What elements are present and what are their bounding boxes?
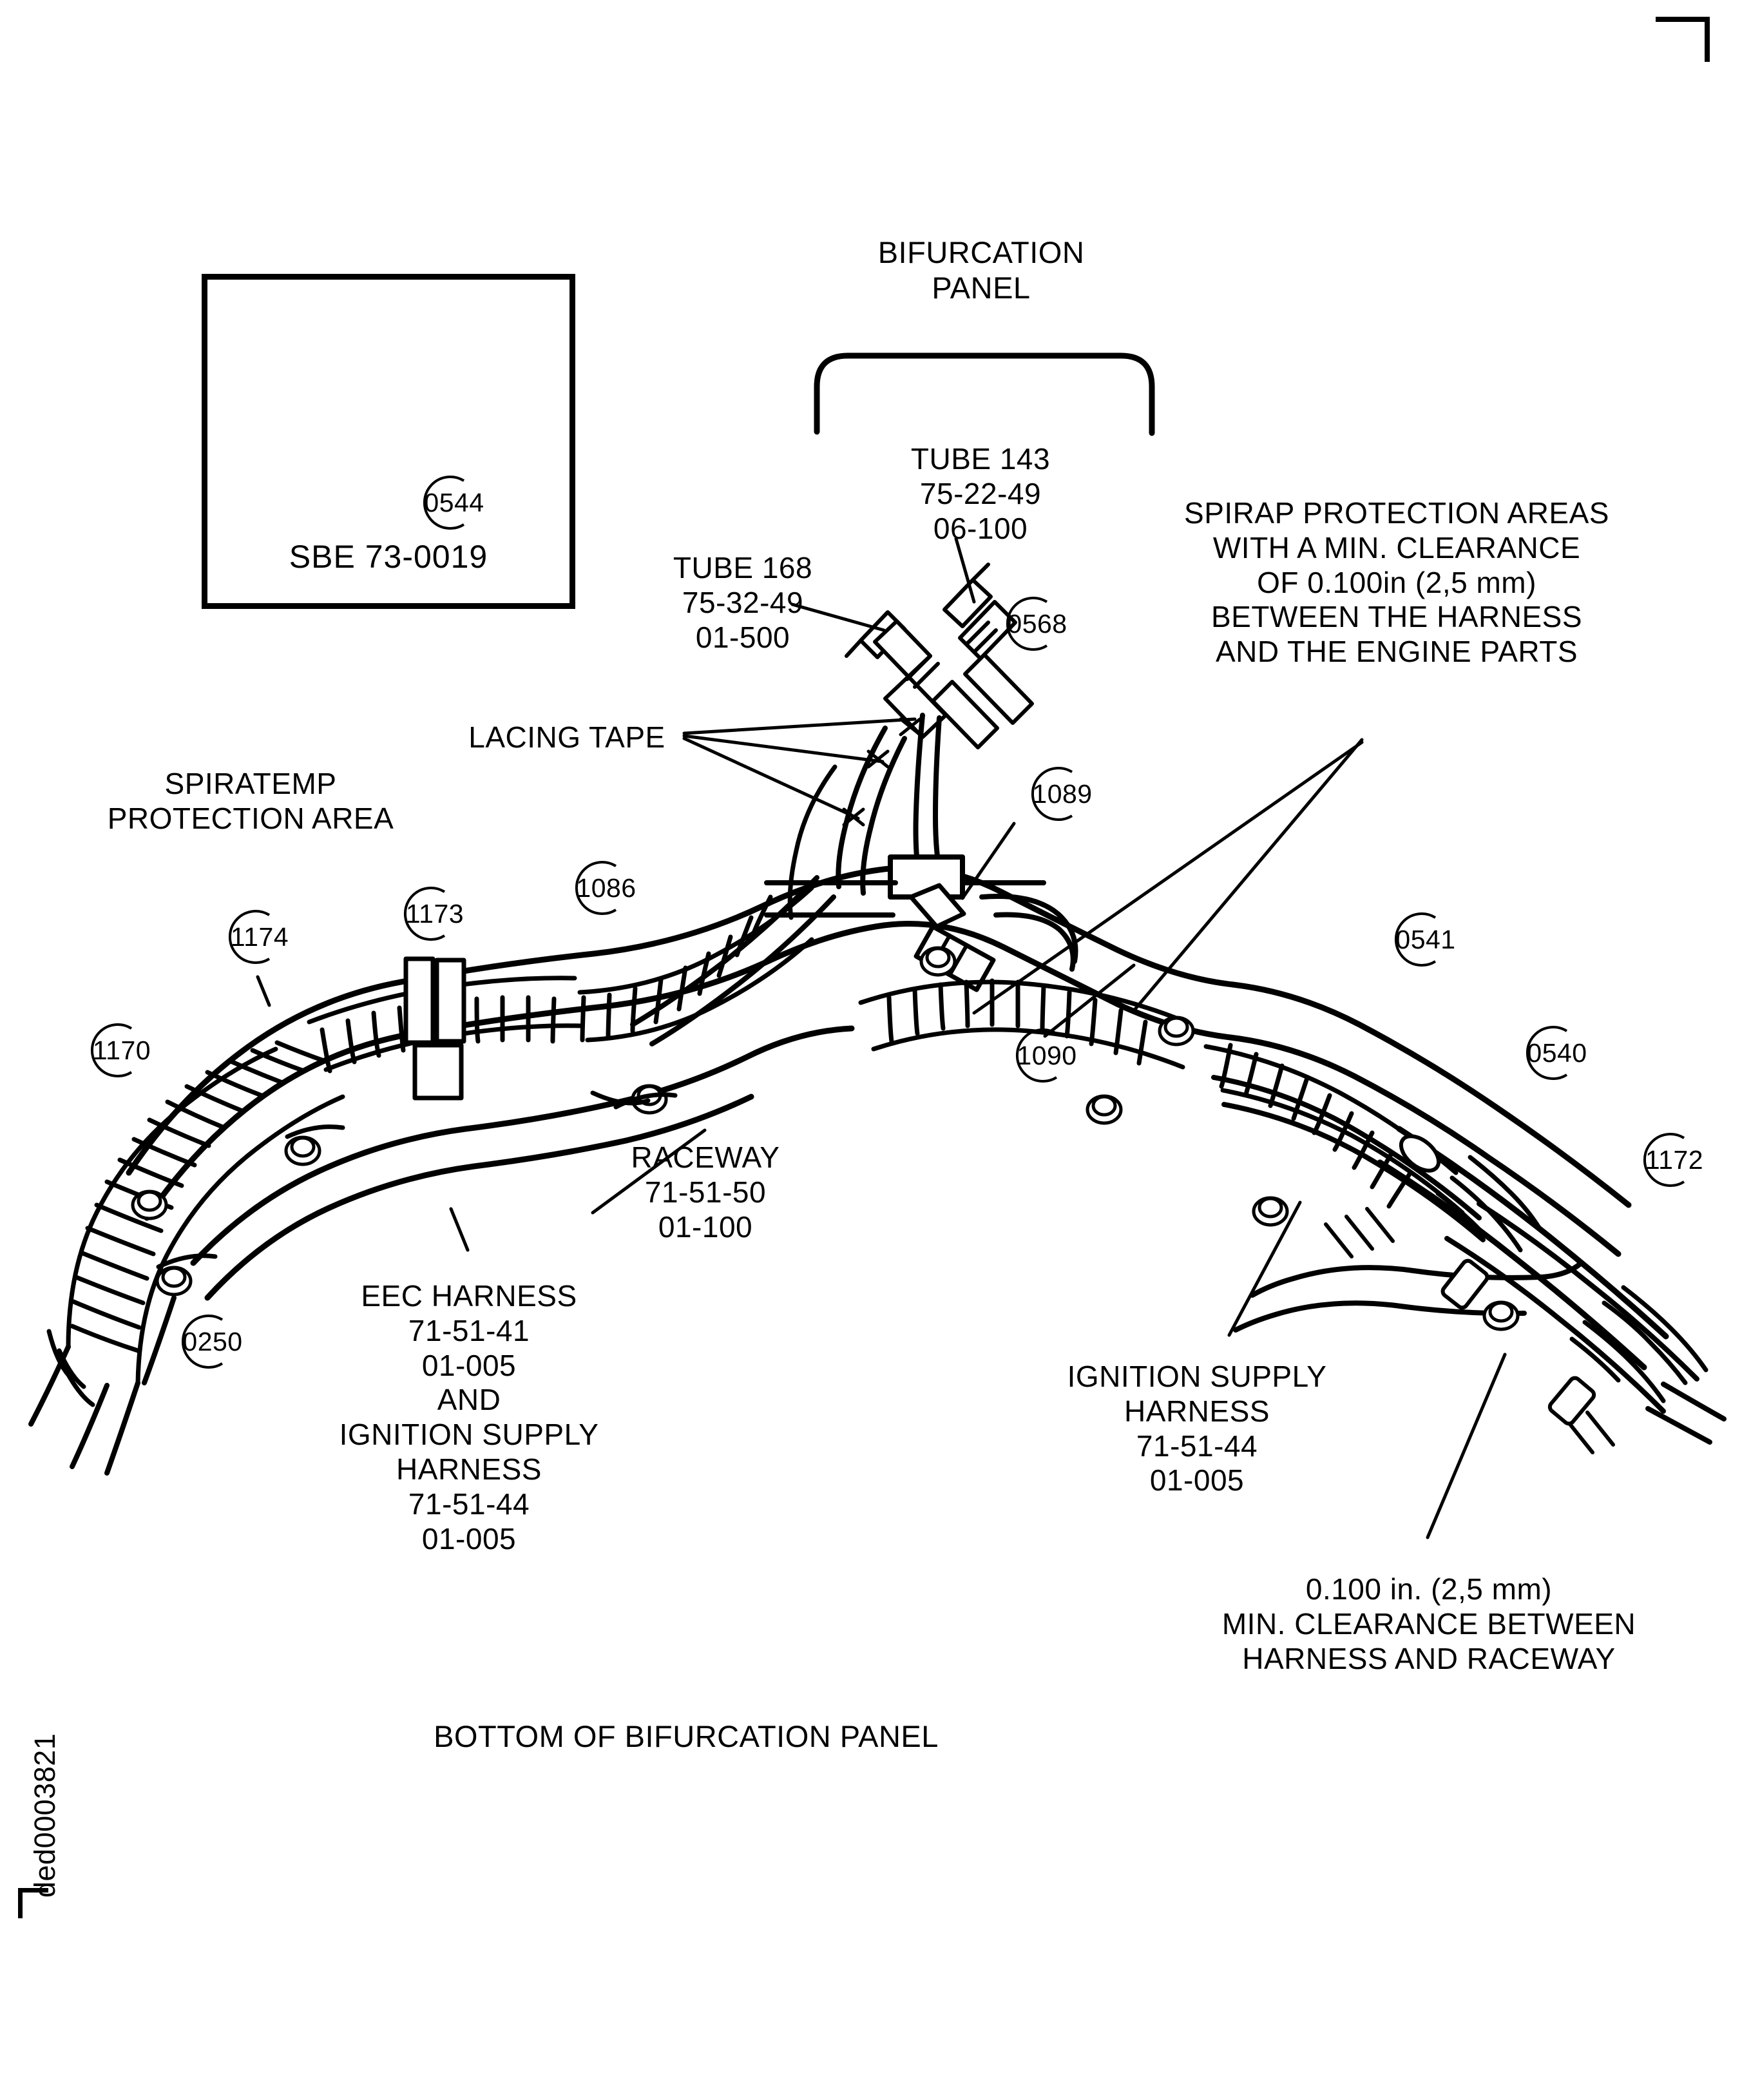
figure-id: ded0003821 (28, 1733, 61, 1898)
callout-label: 1172 (1645, 1144, 1704, 1175)
label-bifurcation-panel: BIFURCATION PANEL (877, 235, 1085, 305)
callout-label: 0541 (1395, 924, 1456, 954)
detail-inset-box (202, 274, 575, 609)
callout-label: 1086 (576, 872, 636, 903)
callout-0540: 0540 (1520, 1019, 1587, 1086)
callout-label: 1090 (1017, 1040, 1077, 1070)
callout-0250: 0250 (176, 1308, 243, 1375)
label-eec-harness: EEC HARNESS 71-51-41 01-005 AND IGNITION… (339, 1279, 599, 1556)
corner-registration-mark (1656, 17, 1710, 62)
callout-1086: 1086 (569, 854, 636, 921)
callout-1090: 1090 (1010, 1022, 1077, 1089)
callout-label: 0568 (1007, 608, 1067, 639)
callout-0541: 0541 (1389, 906, 1456, 973)
label-raceway: RACEWAY 71-51-50 01-100 (631, 1141, 780, 1244)
label-spirap-note: SPIRAP PROTECTION AREAS WITH A MIN. CLEA… (1184, 496, 1609, 669)
callout-1172: 1172 (1638, 1126, 1705, 1193)
callout-label: 0544 (424, 487, 484, 517)
callout-1170: 1170 (85, 1017, 152, 1084)
callout-0568: 0568 (1000, 590, 1067, 657)
callout-label: 0540 (1527, 1037, 1587, 1068)
label-spiratemp-area: SPIRATEMP PROTECTION AREA (107, 767, 394, 835)
label-ignition-supply-harness: IGNITION SUPPLY HARNESS 71-51-44 01-005 (1067, 1360, 1327, 1498)
callout-label: 1173 (405, 898, 464, 929)
callout-label: 1174 (230, 921, 289, 952)
label-lacing-tape: LACING TAPE (468, 720, 665, 754)
label-tube-168: TUBE 168 75-32-49 01-500 (673, 551, 813, 654)
figure-caption: BOTTOM OF BIFURCATION PANEL (434, 1719, 939, 1753)
inset-caption: SBE 73-0019 (289, 539, 488, 575)
label-tube-143: TUBE 143 75-22-49 06-100 (910, 442, 1051, 545)
callout-1173: 1173 (398, 880, 465, 947)
callout-label: 1170 (92, 1035, 151, 1065)
callout-0544: 0544 (417, 469, 484, 536)
callout-1089: 1089 (1026, 760, 1093, 827)
callout-1174: 1174 (223, 903, 290, 970)
callout-label: 0250 (182, 1326, 243, 1356)
figure-id-corner-mark (18, 1888, 48, 1918)
label-clearance-note: 0.100 in. (2,5 mm) MIN. CLEARANCE BETWEE… (1221, 1572, 1636, 1675)
callout-label: 1089 (1032, 778, 1093, 809)
